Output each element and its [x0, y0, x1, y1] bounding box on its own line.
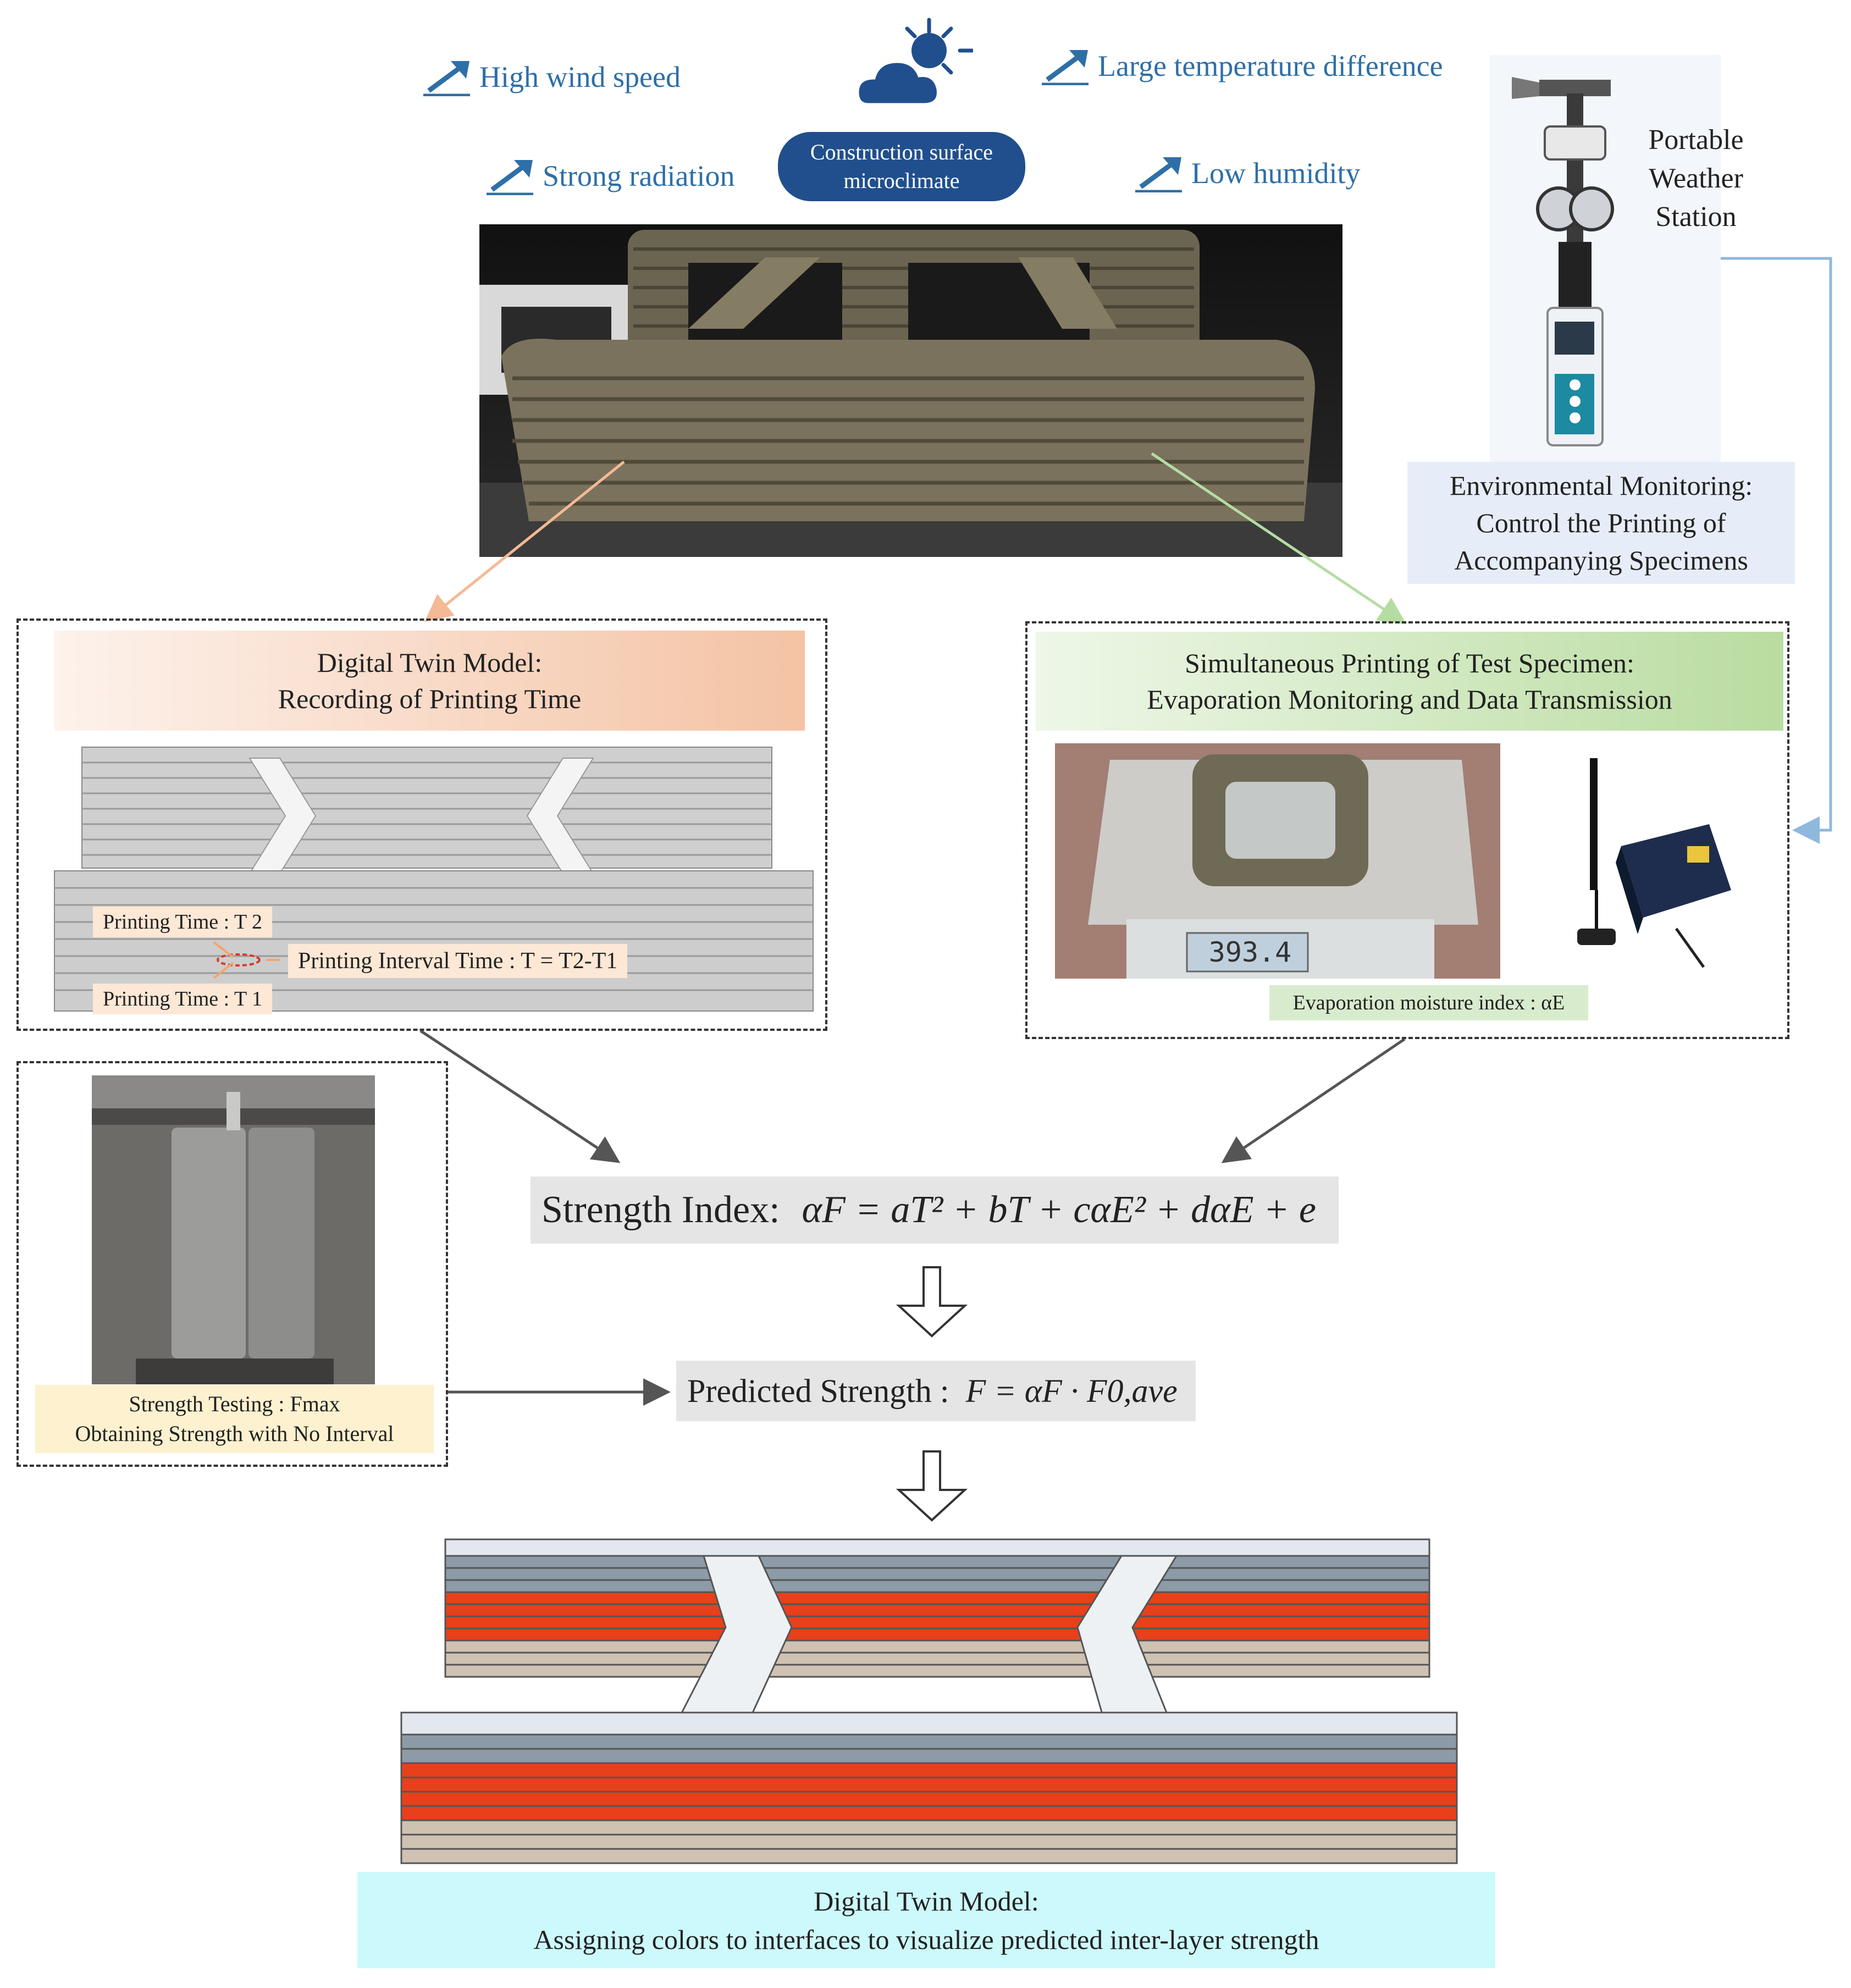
specimen-panel: Simultaneous Printing of Test Specimen: … [1025, 621, 1789, 1039]
increase-arrow-icon [423, 61, 470, 96]
evaporation-index-label: Evaporation moisture index : αE [1269, 985, 1588, 1020]
predicted-label: Predicted Strength : [687, 1372, 949, 1409]
final-model-line1: Digital Twin Model: [814, 1885, 1039, 1917]
colored-interface-model [400, 1538, 1458, 1864]
final-model-label: Digital Twin Model: Assigning colors to … [357, 1872, 1495, 1968]
microclimate-line2: microclimate [843, 168, 960, 193]
microclimate-line1: Construction surface [810, 140, 993, 164]
printing-interval-label: Printing Interval Time : T = T2-T1 [288, 944, 628, 978]
env-line3: Accompanying Specimens [1454, 545, 1748, 576]
strength-test-panel: Strength Testing : Fmax Obtaining Streng… [16, 1061, 448, 1467]
specimen-line1: Simultaneous Printing of Test Specimen: [1185, 648, 1634, 678]
digital-twin-time-line1: Digital Twin Model: [317, 647, 543, 678]
arrow-specimen-to-index [1221, 1037, 1406, 1163]
increase-arrow-icon [487, 160, 533, 195]
factor-wind-label: High wind speed [479, 60, 681, 93]
digital-twin-time-panel: Digital Twin Model: Recording of Printin… [16, 619, 827, 1031]
increase-arrow-icon [1042, 50, 1089, 85]
strength-index-equation: αF = aT² + bT + cαE² + dαE + e [802, 1189, 1316, 1231]
strength-index-formula: Strength Index: αF = aT² + bT + cαE² + d… [531, 1177, 1339, 1244]
printed-wall-photo [479, 224, 1342, 557]
printing-time-t2-label: Printing Time : T 2 [93, 907, 273, 937]
factor-radiation: Strong radiation [487, 157, 734, 195]
factor-humidity-label: Low humidity [1191, 157, 1361, 190]
decrease-humidity-arrow-icon [1135, 157, 1182, 192]
arrow-station-to-specimen [1721, 257, 1832, 844]
specimen-line2: Evaporation Monitoring and Data Transmis… [1147, 684, 1672, 715]
scale-reading: 393.4 [1208, 936, 1292, 968]
factor-radiation-label: Strong radiation [543, 159, 735, 192]
weather-station-label: Portable Weather Station [1641, 121, 1751, 236]
specimen-header: Simultaneous Printing of Test Specimen: … [1036, 632, 1783, 731]
weather-station-photo [1490, 55, 1721, 467]
arrow-photo-to-specimen [1151, 452, 1407, 625]
env-line2: Control the Printing of [1476, 507, 1726, 538]
strength-test-photo [92, 1075, 375, 1384]
environmental-monitoring-label: Environmental Monitoring: Control the Pr… [1407, 462, 1795, 584]
microclimate-badge: Construction surface microclimate [778, 132, 1025, 201]
arrow-twin-to-index [419, 1029, 621, 1163]
strength-test-line2: Obtaining Strength with No Interval [75, 1421, 394, 1446]
predicted-equation: F = αF · F0,ave [965, 1372, 1178, 1409]
factor-temperature: Large temperature difference [1042, 47, 1443, 85]
digital-twin-time-line2: Recording of Printing Time [278, 683, 582, 714]
strength-test-label: Strength Testing : Fmax Obtaining Streng… [35, 1385, 434, 1453]
factor-temperature-label: Large temperature difference [1098, 49, 1443, 82]
weather-sun-cloud-icon [856, 18, 973, 106]
printing-time-t1-label: Printing Time : T 1 [93, 984, 273, 1014]
strength-index-label: Strength Index: [542, 1189, 780, 1231]
hollow-down-arrow-1 [896, 1266, 968, 1338]
data-transmitter-icon [1577, 758, 1731, 968]
strength-test-line1: Strength Testing : Fmax [129, 1391, 340, 1416]
arrow-photo-to-twin [424, 461, 625, 622]
predicted-strength-formula: Predicted Strength : F = αF · F0,ave [676, 1361, 1196, 1421]
specimen-scale-photo: 393.4 [1055, 743, 1500, 979]
factor-wind: High wind speed [423, 58, 681, 96]
factor-humidity: Low humidity [1135, 154, 1361, 192]
final-model-line2: Assigning colors to interfaces to visual… [533, 1924, 1319, 1955]
weather-station-line3: Station [1655, 201, 1737, 233]
hollow-down-arrow-2 [896, 1450, 968, 1522]
weather-station-line2: Weather [1649, 163, 1743, 194]
weather-station-line1: Portable [1648, 124, 1744, 156]
env-line1: Environmental Monitoring: [1449, 470, 1753, 501]
digital-twin-time-header: Digital Twin Model: Recording of Printin… [54, 631, 805, 731]
